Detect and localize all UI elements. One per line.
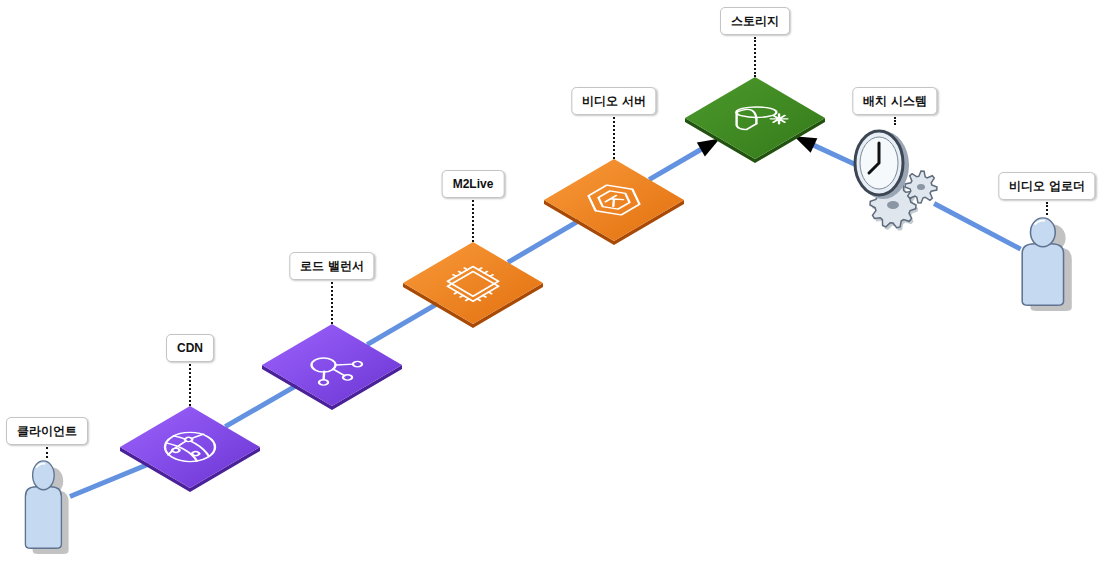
arrowhead bbox=[794, 136, 817, 153]
leader-line bbox=[894, 117, 896, 125]
actor-node: 클라이언트 bbox=[20, 458, 74, 554]
service-node: CDN bbox=[120, 406, 260, 488]
m2live-diamond bbox=[403, 242, 543, 324]
storage-diamond bbox=[685, 77, 825, 159]
connector bbox=[649, 138, 720, 179]
leader-line bbox=[46, 447, 48, 458]
connector-line bbox=[934, 204, 1021, 250]
connector bbox=[508, 221, 579, 263]
leader-line bbox=[1046, 202, 1048, 215]
client-figure bbox=[20, 458, 74, 554]
connector-line bbox=[811, 144, 856, 165]
service-node: 스토리지 bbox=[685, 77, 825, 159]
connector bbox=[934, 204, 1021, 250]
node-label: 스토리지 bbox=[720, 7, 790, 35]
leader-line bbox=[189, 364, 191, 406]
cdn-diamond bbox=[120, 406, 260, 488]
uploader-figure bbox=[1016, 215, 1078, 311]
node-label: 클라이언트 bbox=[6, 417, 88, 445]
connector-line bbox=[649, 148, 703, 180]
service-node: 비디오 서버 bbox=[544, 159, 684, 241]
connector-line bbox=[225, 385, 297, 426]
connector bbox=[70, 464, 149, 497]
node-label: 비디오 서버 bbox=[571, 87, 656, 115]
arrowhead bbox=[697, 138, 720, 156]
leader-line bbox=[331, 282, 333, 324]
node-label: M2Live bbox=[442, 170, 505, 198]
leader-line bbox=[613, 117, 615, 159]
actor-node: 배치 시스템 bbox=[849, 125, 941, 241]
connector bbox=[225, 385, 297, 426]
node-label: 배치 시스템 bbox=[852, 87, 937, 115]
leader-line bbox=[472, 200, 474, 242]
connector-line bbox=[508, 221, 579, 263]
connector-line bbox=[70, 464, 149, 497]
node-label: 로드 밸런서 bbox=[289, 252, 374, 280]
actor-node: 비디오 업로더 bbox=[1016, 215, 1078, 311]
service-node: M2Live bbox=[403, 242, 543, 324]
connector bbox=[367, 303, 438, 344]
node-label: 비디오 업로더 bbox=[998, 172, 1095, 200]
connector bbox=[794, 136, 856, 165]
leader-line bbox=[754, 37, 756, 77]
service-node: 로드 밸런서 bbox=[262, 324, 402, 406]
batch-system-icon bbox=[849, 125, 941, 241]
load-balancer-diamond bbox=[262, 324, 402, 406]
connector-line bbox=[367, 303, 438, 344]
video-server-diamond bbox=[544, 159, 684, 241]
node-label: CDN bbox=[166, 334, 214, 362]
